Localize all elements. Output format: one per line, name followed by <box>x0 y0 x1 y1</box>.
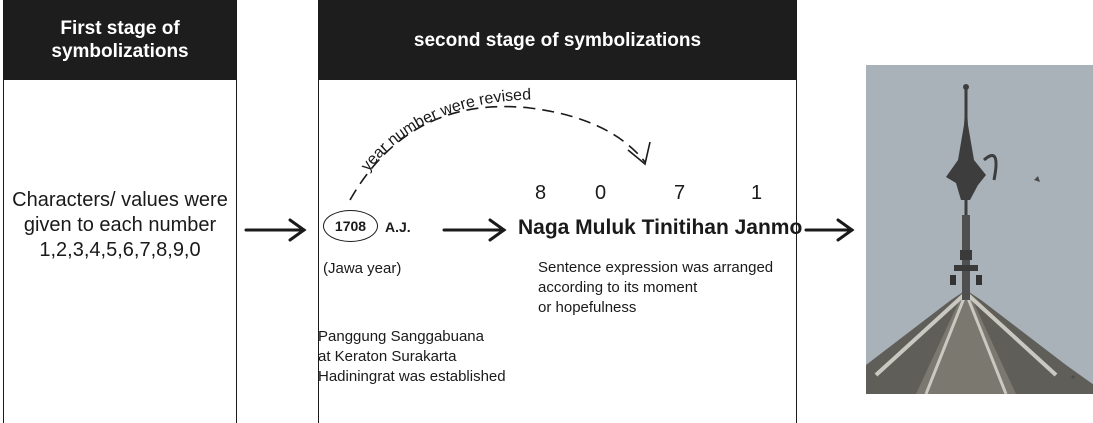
explanation-line3: or hopefulness <box>538 299 637 316</box>
establishment-line1: Panggung Sanggabuana <box>318 328 484 345</box>
symbol-phrase: Naga Muluk Tinitihan Janmo <box>518 216 803 239</box>
dashed-curved-arrow-icon <box>349 105 651 201</box>
arrow-right-icon <box>244 218 307 242</box>
establishment-line2: at Keraton Surakarta <box>318 348 457 365</box>
stage2-header: second stage of symbolizations <box>319 0 796 80</box>
curve-label: year number were revised <box>358 86 532 174</box>
tower-photo <box>866 65 1093 394</box>
stage1-text-line2: given to each number <box>23 214 217 236</box>
establishment-line3: Hadiningrat was established <box>318 368 506 385</box>
digit-1: 8 <box>535 182 547 204</box>
stage1-description: Characters/ values were given to each nu… <box>4 188 236 263</box>
stage1-text-line3: 1,2,3,4,5,6,7,8,9,0 <box>39 239 201 261</box>
stage1-header-line2: symbolizations <box>51 41 189 62</box>
arrow-right-icon <box>804 218 855 242</box>
digit-3: 7 <box>674 182 686 204</box>
explanation-line2: according to its moment <box>538 279 698 296</box>
establishment-text: Panggung Sanggabuana at Keraton Surakart… <box>318 327 506 387</box>
stage1-text-line1: Characters/ values were <box>12 189 228 211</box>
arrow-right-icon <box>442 218 507 242</box>
stage1-header: First stage of symbolizations <box>4 0 236 80</box>
stage2-panel: second stage of symbolizations <box>318 0 797 423</box>
explanation-line1: Sentence expression was arranged <box>538 259 774 276</box>
year-oval: 1708 <box>323 210 378 242</box>
stage1-header-line1: First stage of <box>60 18 180 39</box>
digit-4: 1 <box>751 182 763 204</box>
digit-2: 0 <box>595 182 607 204</box>
explanation-text: Sentence expression was arranged accordi… <box>538 258 773 318</box>
stage1-panel: First stage of symbolizations Characters… <box>3 0 237 423</box>
era-label: A.J. <box>385 219 411 235</box>
jawa-year-note: (Jawa year) <box>323 260 402 277</box>
